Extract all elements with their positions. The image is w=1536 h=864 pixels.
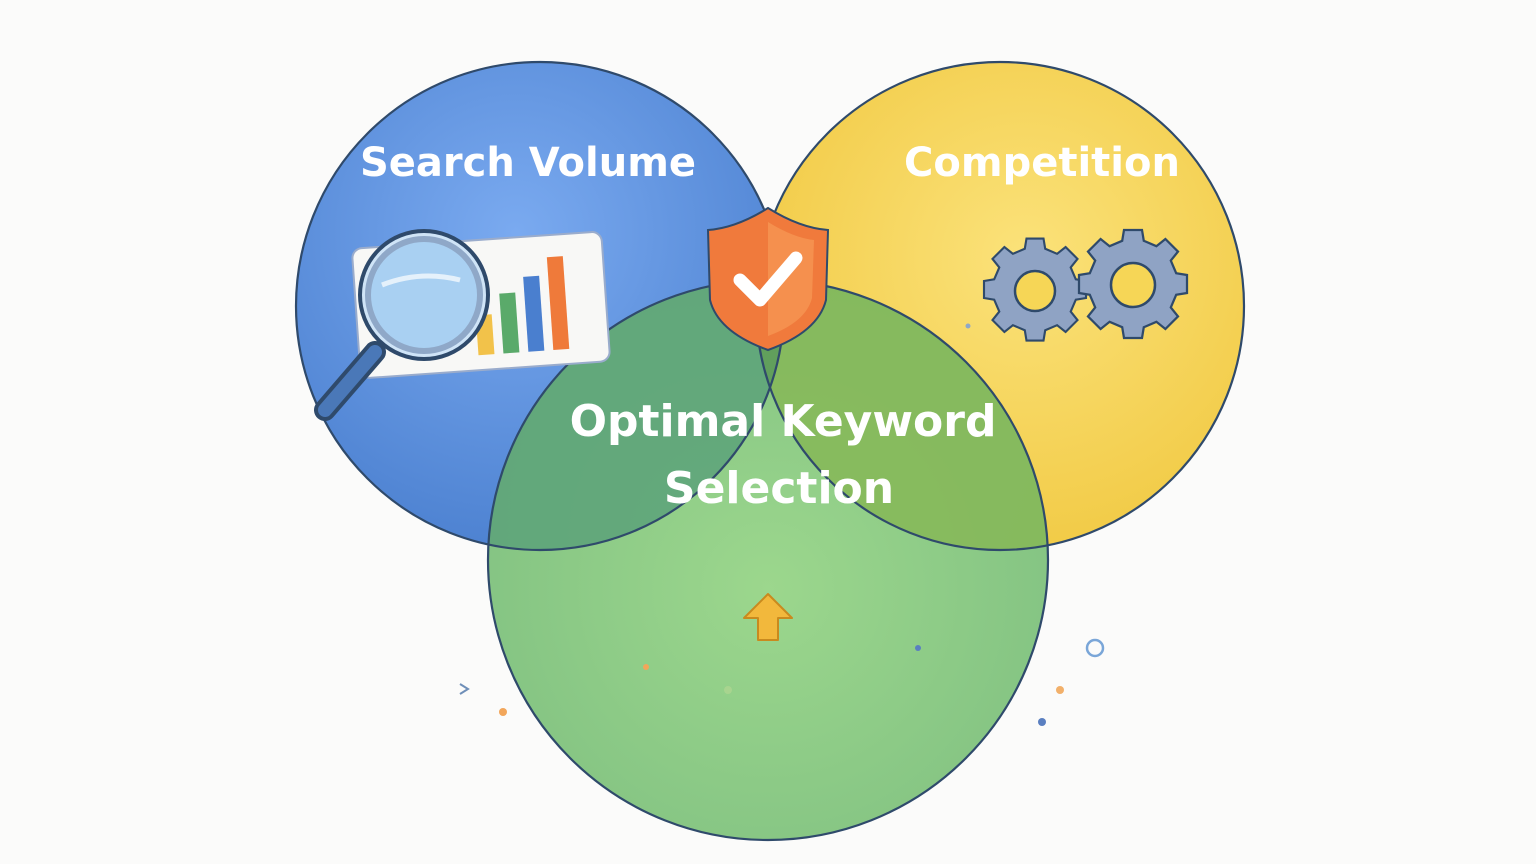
arrow-up-icon bbox=[743, 593, 793, 641]
center-label-line1: Optimal Keyword bbox=[570, 396, 997, 447]
gears-icon bbox=[982, 228, 1189, 342]
magnifier-chart-icon bbox=[314, 229, 611, 421]
blue-green-overlap bbox=[488, 280, 784, 550]
search-volume-label: Search Volume bbox=[360, 140, 696, 186]
shield-check-icon bbox=[706, 206, 830, 352]
competition-label: Competition bbox=[904, 140, 1180, 186]
center-label-line2: Selection bbox=[664, 463, 894, 514]
decorative-dots bbox=[459, 323, 1105, 726]
yellow-green-overlap bbox=[756, 280, 1048, 550]
